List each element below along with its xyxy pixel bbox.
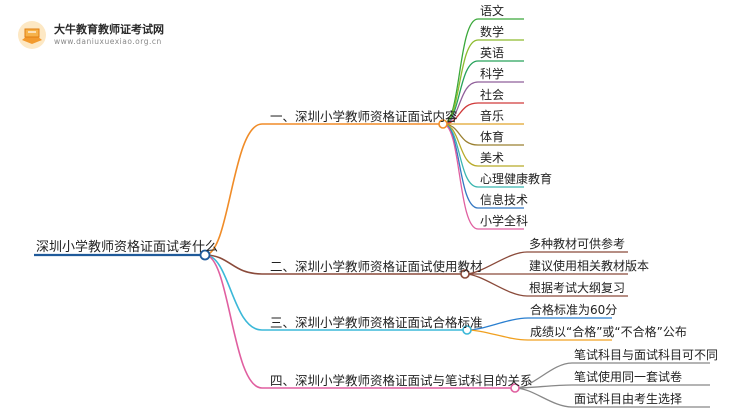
leaf-topic: 数学 — [480, 25, 505, 39]
branch-connector — [204, 254, 263, 389]
brand-title: 大牛教育教师证考试网 — [54, 23, 164, 36]
leaf-topic: 科学 — [480, 67, 505, 81]
root-topic: 深圳小学教师资格证面试考什么 — [36, 240, 219, 255]
leaf-topic: 成绩以“合格”或“不合格”公布 — [530, 325, 687, 339]
leaf-connector — [464, 273, 528, 297]
branch-interview-content: 一、深圳小学教师资格证面试内容 — [270, 109, 458, 124]
leaf-connector — [442, 18, 479, 125]
branch-interview-materials: 二、深圳小学教师资格证面试使用教材 — [270, 259, 483, 274]
branch-node — [510, 383, 520, 393]
leaf-topic: 合格标准为60分 — [530, 303, 618, 317]
branch-node — [438, 119, 448, 129]
leaf-topic: 美术 — [480, 151, 505, 165]
leaf-topic: 心理健康教育 — [480, 172, 553, 186]
leaf-connector — [466, 329, 529, 341]
brand-logo: 大牛教育教师证考试网 www.daniuxuexiao.org.cn — [14, 18, 214, 54]
leaf-topic: 音乐 — [480, 109, 505, 123]
root-node — [199, 249, 211, 261]
leaf-topic: 英语 — [480, 46, 505, 60]
leaf-connector — [442, 60, 479, 125]
branch-connector — [204, 123, 263, 256]
leaf-topic: 信息技术 — [480, 193, 529, 207]
leaf-topic: 小学全科 — [480, 214, 529, 228]
leaf-topic: 体育 — [480, 130, 505, 144]
leaf-topic: 根据考试大纲复习 — [529, 281, 626, 295]
leaf-topic: 社会 — [480, 88, 505, 102]
leaf-topic: 多种教材可供参考 — [529, 237, 626, 251]
branch-node — [462, 325, 472, 335]
leaf-topic: 笔试科目与面试科目可不同 — [574, 348, 719, 362]
leaf-topic: 面试科目由考生选择 — [574, 392, 683, 406]
leaf-topic: 建议使用相关教材版本 — [529, 259, 650, 273]
leaf-topic: 笔试使用同一套试卷 — [574, 370, 683, 384]
branch-passing-standard: 三、深圳小学教师资格证面试合格标准 — [270, 315, 483, 330]
branch-written-exam-relation: 四、深圳小学教师资格证面试与笔试科目的关系 — [270, 373, 533, 388]
leaf-topic: 语文 — [480, 4, 505, 18]
leaf-connector — [514, 387, 573, 408]
branch-node — [460, 269, 470, 279]
brand-url: www.daniuxuexiao.org.cn — [54, 37, 162, 46]
leaf-connector — [442, 123, 479, 230]
branch-connector — [204, 254, 263, 275]
branch-connector — [204, 254, 263, 331]
book-logo-icon — [18, 21, 46, 49]
leaf-connector — [442, 39, 479, 125]
leaf-connector — [442, 123, 479, 209]
